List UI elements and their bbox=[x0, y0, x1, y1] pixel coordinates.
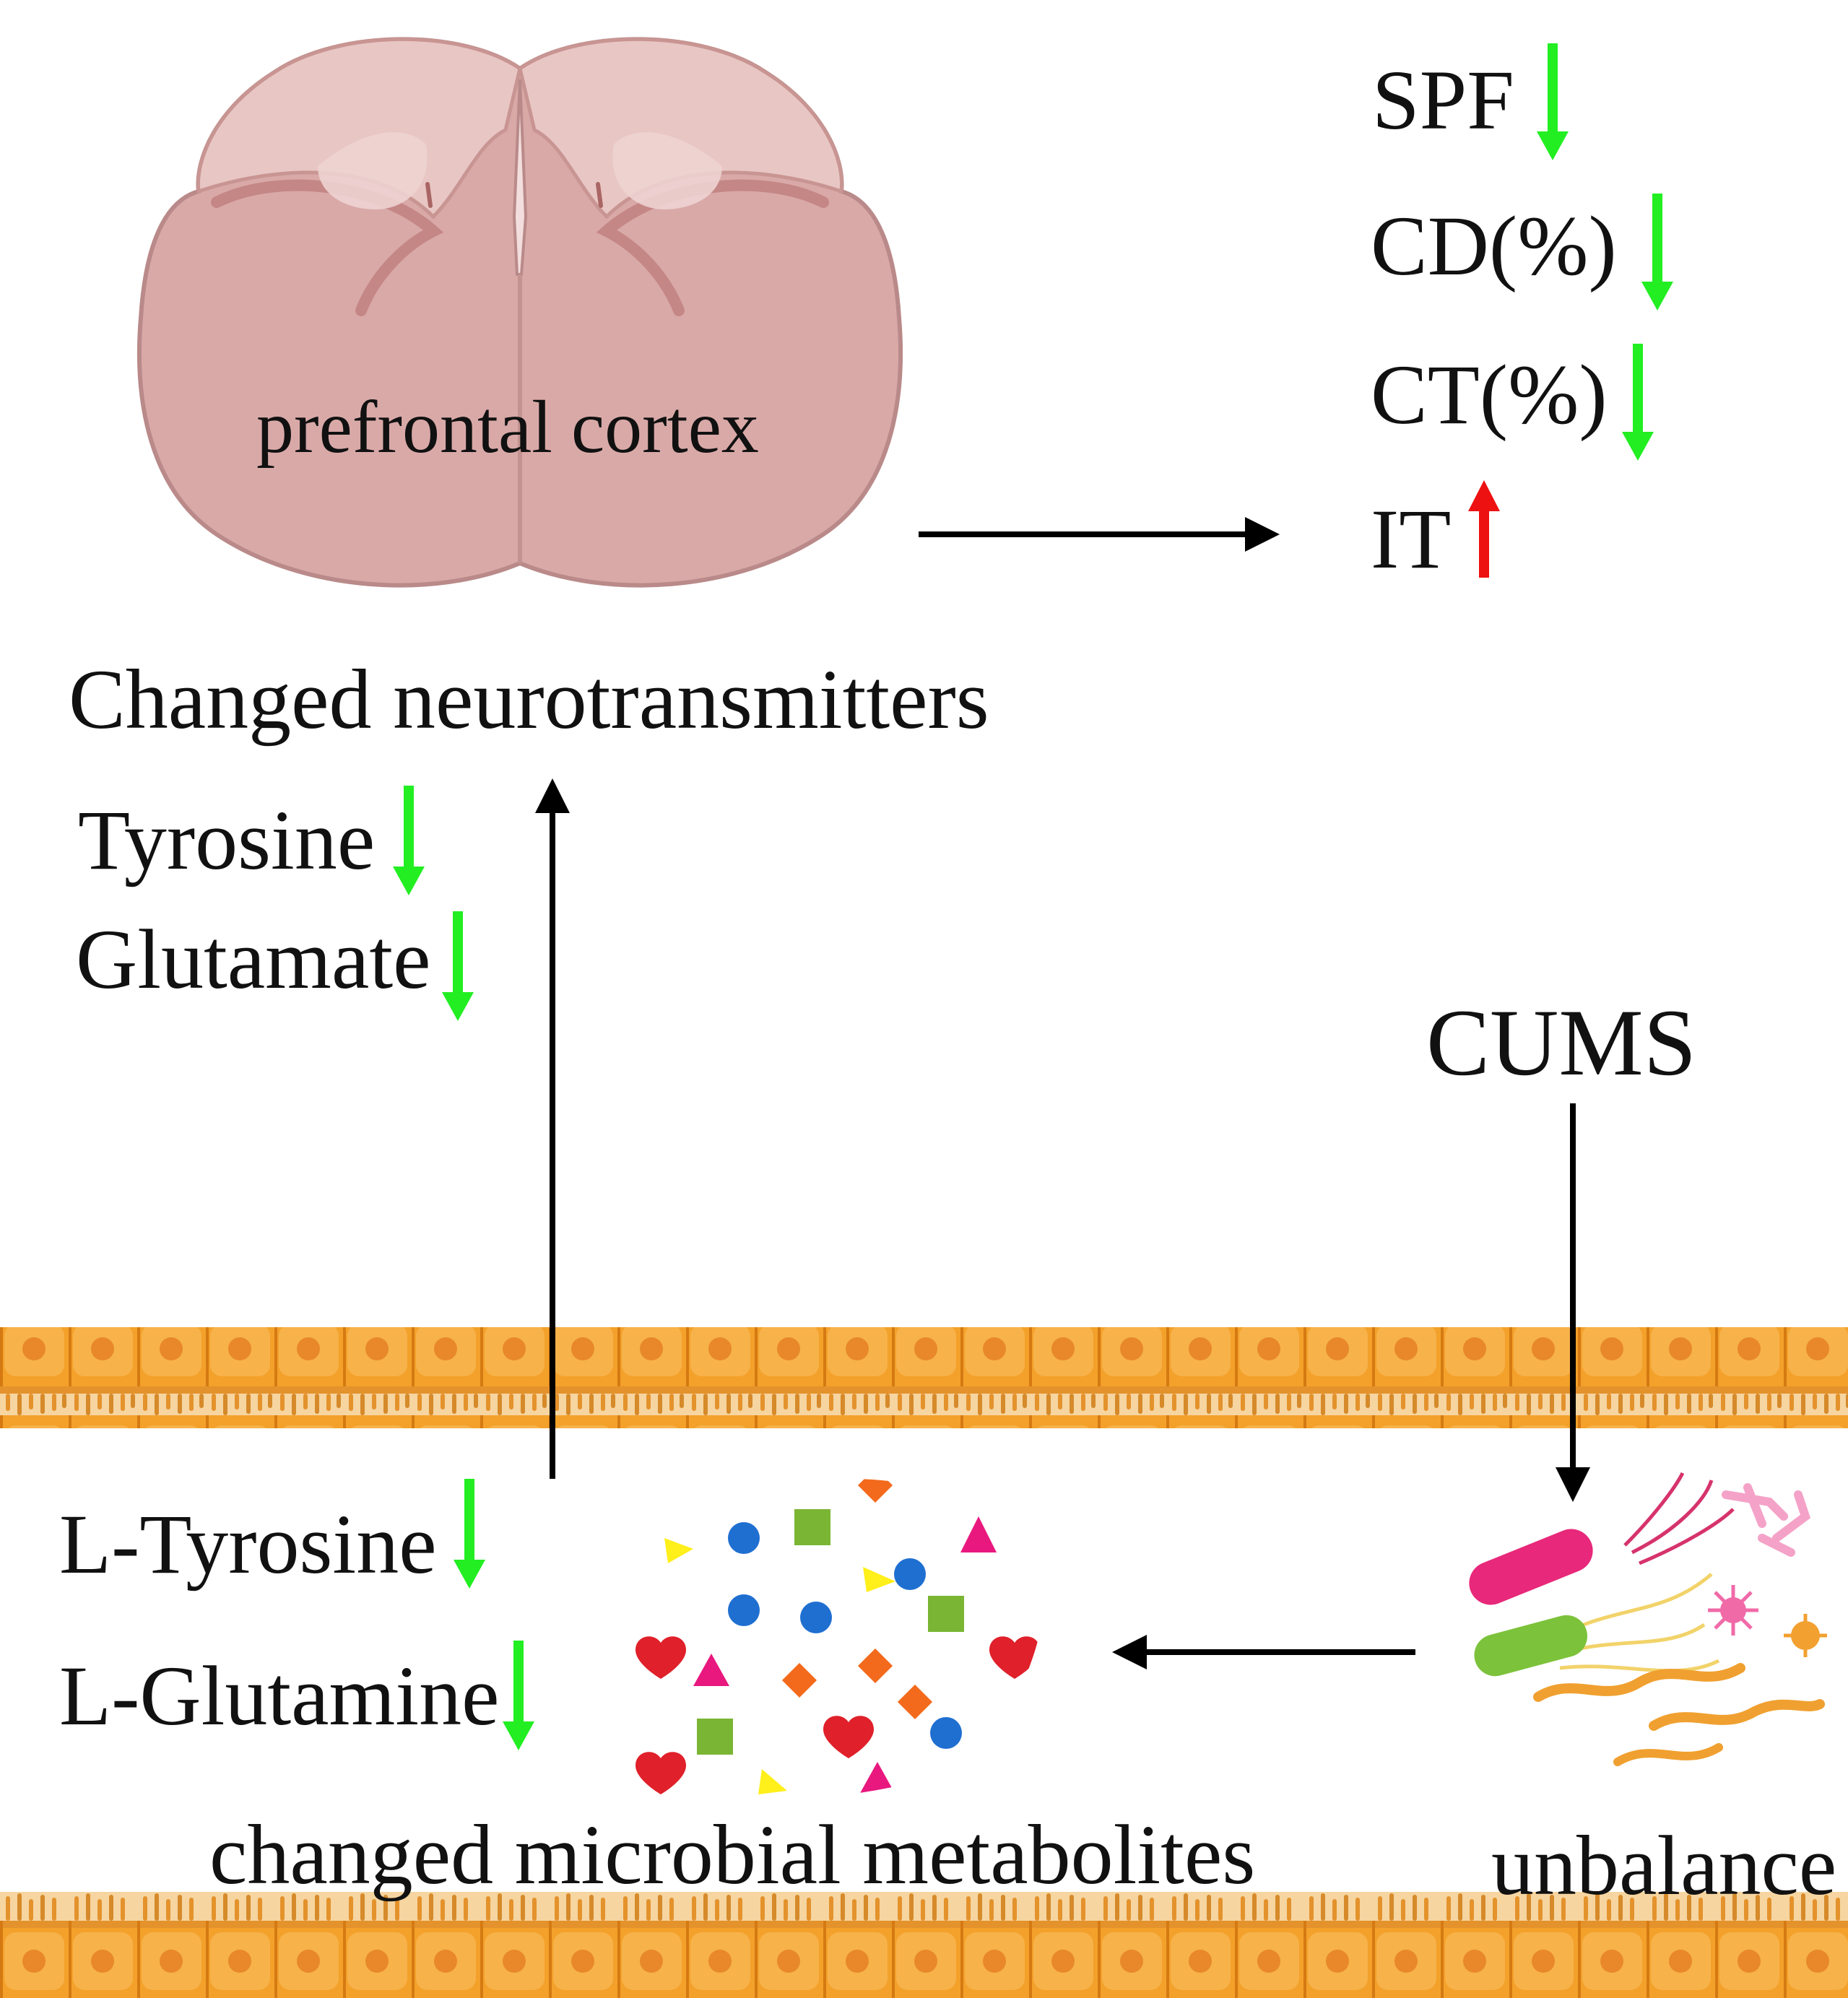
metabolite-l-tyrosine: L-Tyrosine bbox=[59, 1497, 437, 1591]
neurotransmitter-glutamate: Glutamate bbox=[76, 912, 431, 1007]
behavior-spf: SPF bbox=[1372, 53, 1514, 147]
neurotransmitters-heading: Changed neurotransmitters bbox=[69, 652, 989, 747]
l-glutamine-down-arrow bbox=[503, 1641, 534, 1750]
tyrosine-down-arrow bbox=[393, 786, 425, 895]
neurotransmitter-tyrosine: Tyrosine bbox=[78, 793, 376, 887]
glutamate-down-arrow bbox=[442, 911, 474, 1021]
cums-label: CUMS bbox=[1426, 989, 1697, 1095]
metabolite-l-glutamine: L-Glutamine bbox=[59, 1649, 500, 1743]
spf-down-arrow bbox=[1537, 43, 1569, 160]
behavior-it: IT bbox=[1371, 492, 1452, 586]
bacteria-illustration bbox=[1469, 1472, 1827, 1766]
metabolites-illustration bbox=[614, 1477, 1044, 1800]
it-up-arrow bbox=[1468, 480, 1500, 578]
ct-down-arrow bbox=[1622, 344, 1654, 461]
brain-illustration bbox=[136, 37, 903, 588]
behavior-cd: CD(%) bbox=[1371, 199, 1617, 293]
intestinal-wall-bottom bbox=[0, 1892, 1848, 1998]
metabolites-heading: changed microbial metabolites bbox=[209, 1807, 1256, 1902]
brain-label: prefrontal cortex bbox=[256, 386, 759, 469]
intestinal-wall-top bbox=[0, 1327, 1848, 1428]
l-tyrosine-down-arrow bbox=[454, 1479, 485, 1589]
unbalance-label: unbalance bbox=[1491, 1818, 1837, 1913]
behavior-ct: CT(%) bbox=[1371, 347, 1608, 442]
trend-arrows bbox=[393, 43, 1673, 1750]
cd-down-arrow bbox=[1641, 194, 1673, 310]
